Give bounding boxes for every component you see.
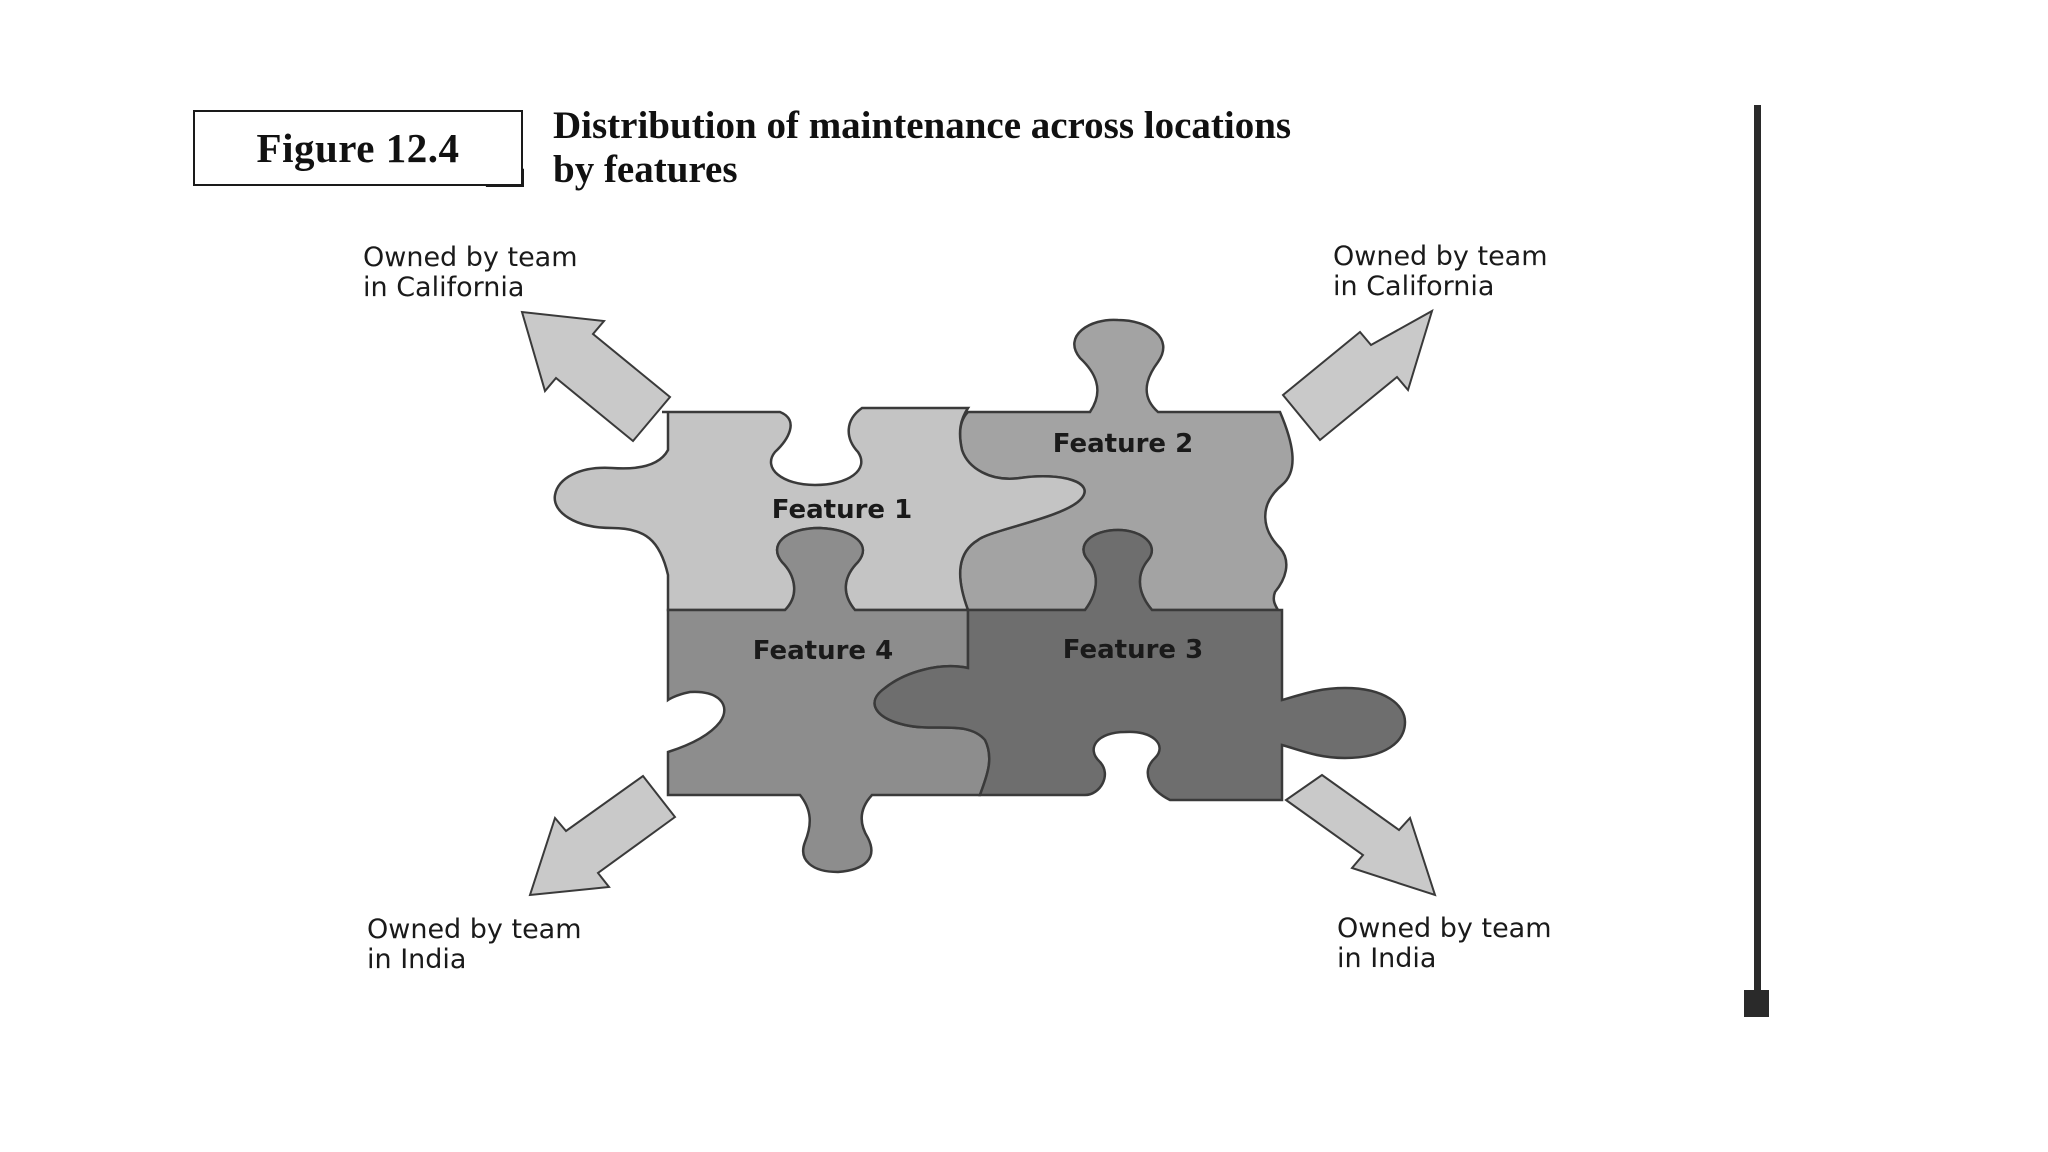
owner-label-line: in California [363, 273, 578, 303]
owner-label-line: Owned by team [1337, 914, 1552, 944]
arrow-top-left [522, 312, 670, 441]
owner-label-line: Owned by team [1333, 242, 1548, 272]
owner-label-top-right: Owned by team in California [1333, 242, 1548, 302]
owner-label-line: in California [1333, 272, 1548, 302]
feature-1-label: Feature 1 [772, 495, 912, 525]
figure-title: Distribution of maintenance across locat… [553, 104, 1653, 192]
rule-end-block [1744, 990, 1769, 1017]
arrow-bottom-left [530, 776, 675, 895]
figure-title-line-2: by features [553, 148, 1653, 192]
owner-label-bottom-left: Owned by team in India [367, 915, 582, 975]
owner-label-bottom-right: Owned by team in India [1337, 914, 1552, 974]
arrow-bottom-right [1286, 775, 1435, 895]
vertical-rule [1754, 105, 1761, 1015]
arrow-top-right [1283, 311, 1432, 440]
figure-label-box: Figure 12.4 [193, 110, 523, 186]
figure-label: Figure 12.4 [257, 124, 460, 172]
owner-label-line: Owned by team [367, 915, 582, 945]
owner-label-top-left: Owned by team in California [363, 243, 578, 303]
owner-label-line: Owned by team [363, 243, 578, 273]
feature-4-label: Feature 4 [753, 636, 893, 666]
owner-label-line: in India [367, 945, 582, 975]
owner-label-line: in India [1337, 944, 1552, 974]
feature-3-label: Feature 3 [1063, 635, 1203, 665]
feature-2-label: Feature 2 [1053, 429, 1193, 459]
figure-title-line-1: Distribution of maintenance across locat… [553, 104, 1653, 148]
